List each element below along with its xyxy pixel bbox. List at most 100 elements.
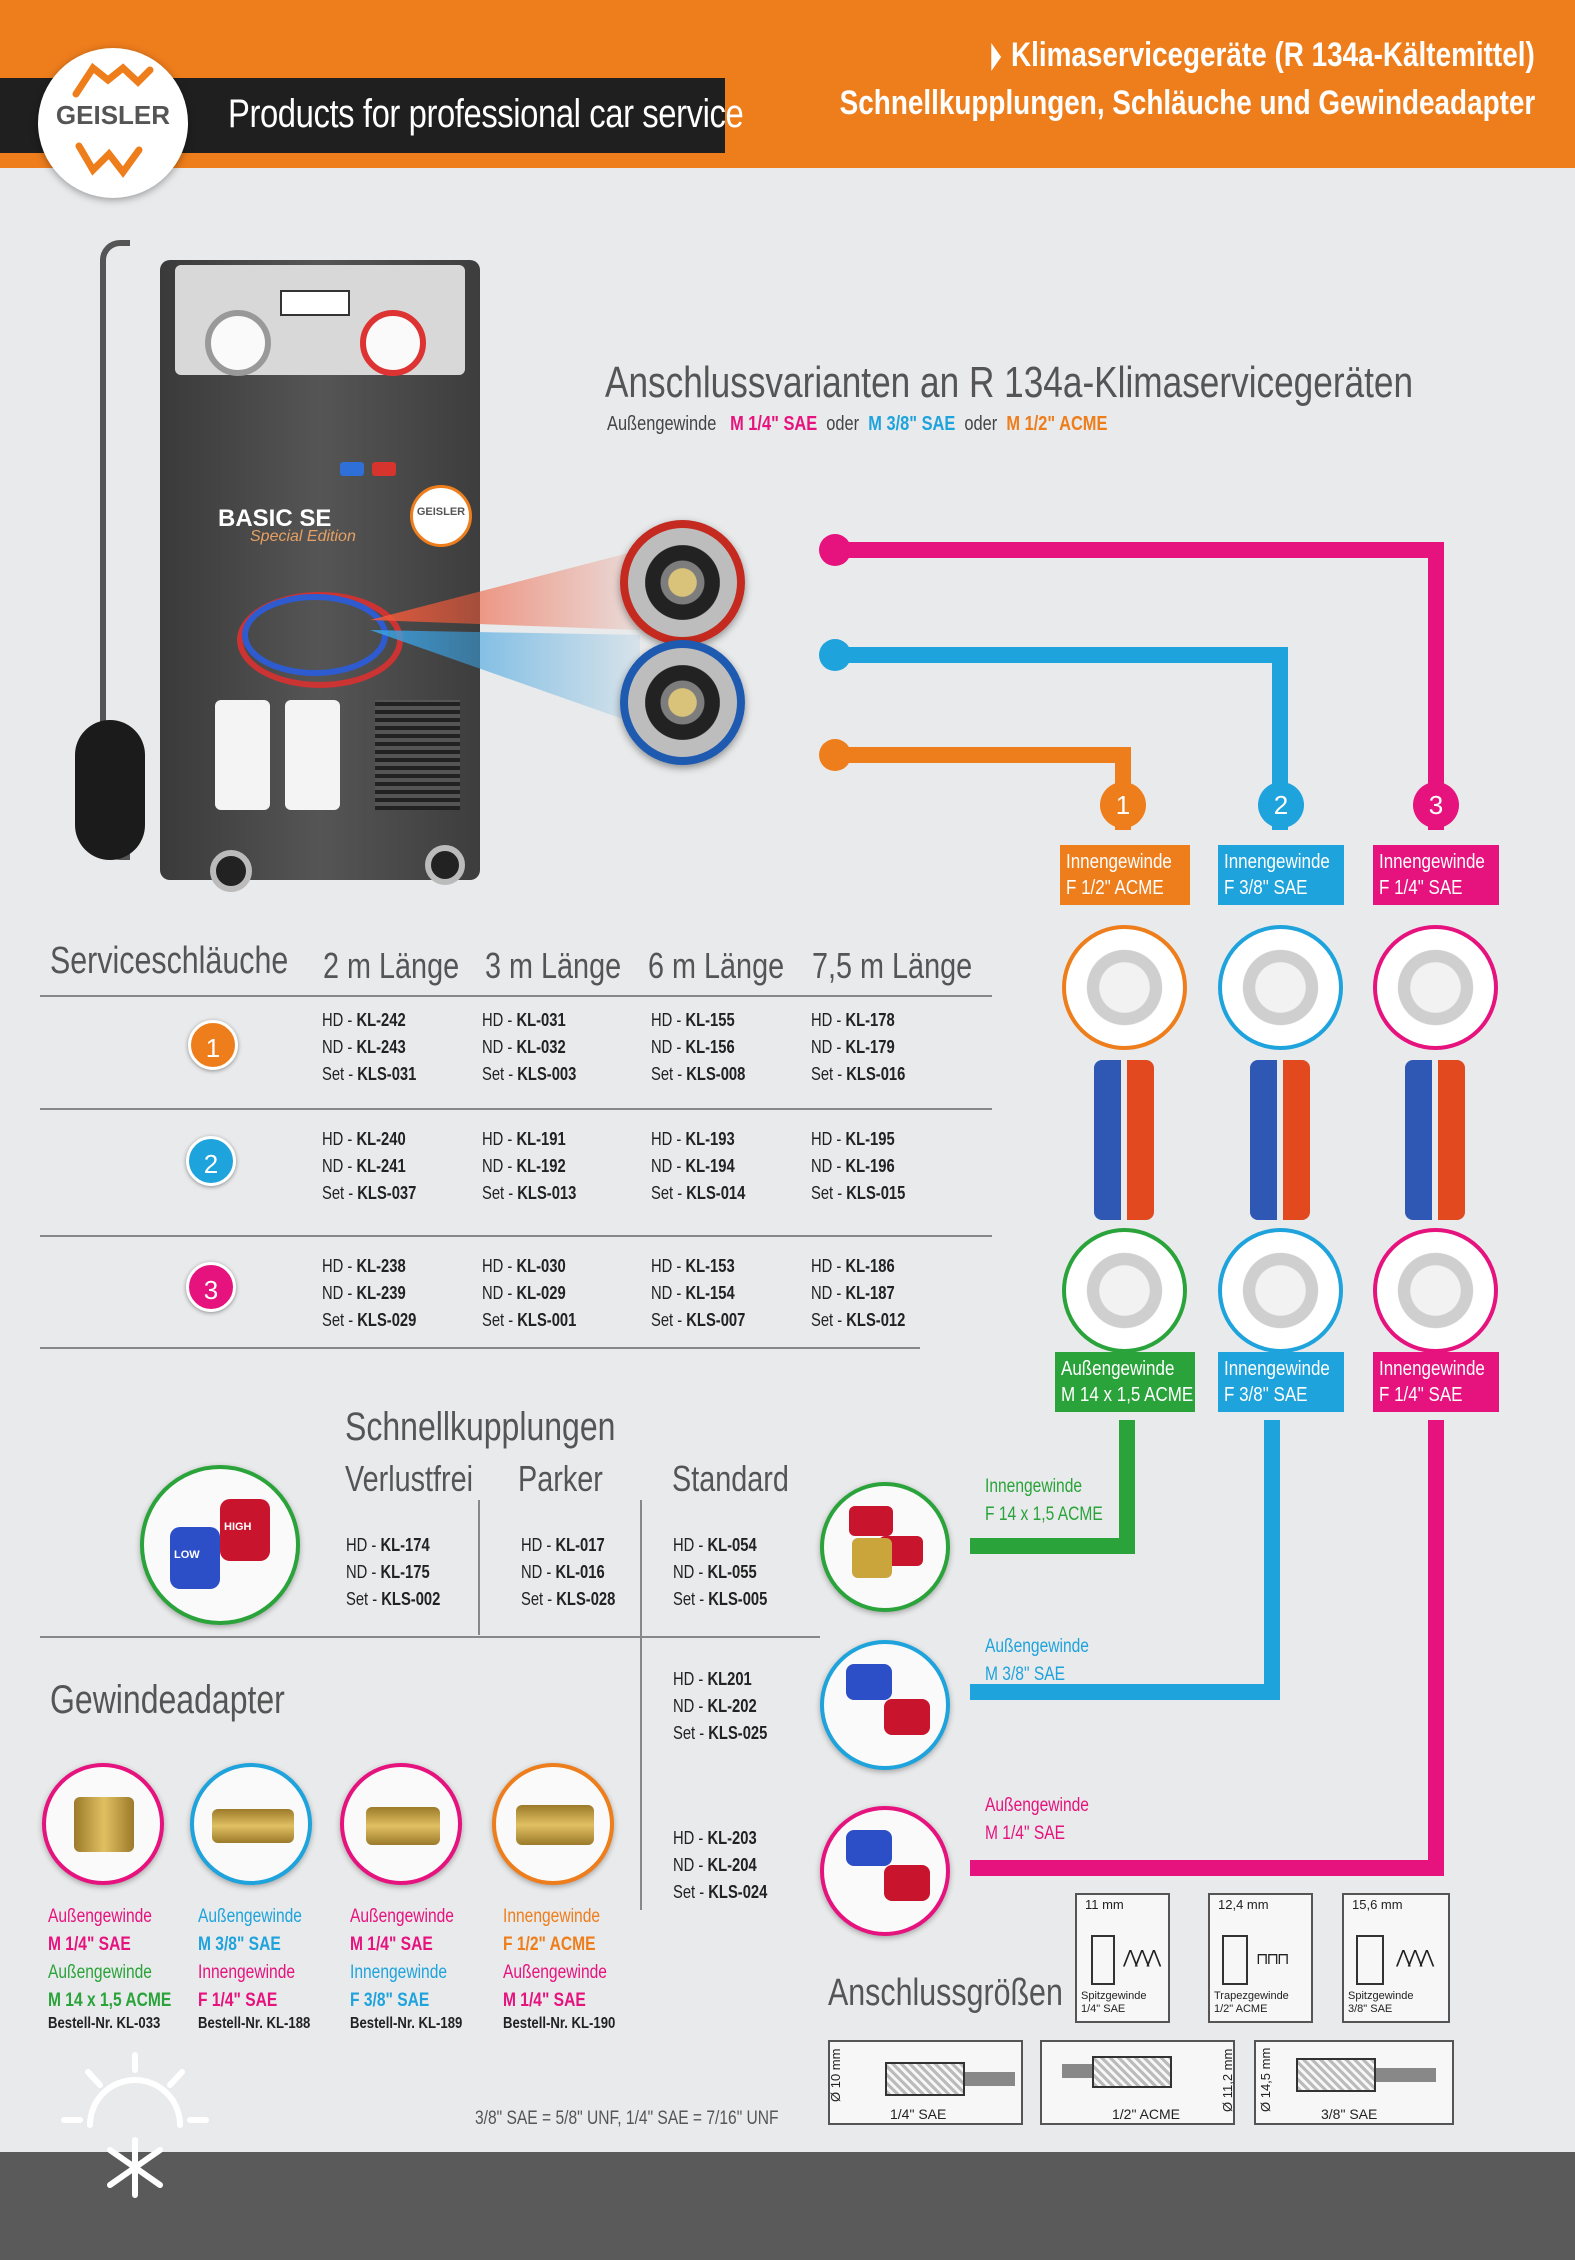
variant-1-number: 1 [1100, 782, 1146, 828]
machine-vent-grille [375, 700, 460, 810]
thread-profile-icon [1356, 1935, 1384, 1985]
adapters-title: Gewindeadapter [50, 1678, 285, 1722]
display-screen [280, 290, 350, 316]
connection-prefix: Außengewinde [607, 413, 717, 435]
section-diagram-2-label: 1/2" ACME [1112, 2106, 1180, 2122]
section-diagram-3: Ø 14,5 mm 3/8" SAE [1254, 2040, 1454, 2125]
thread-footnote: 3/8" SAE = 5/8" UNF, 1/4" SAE = 7/16" UN… [475, 2108, 779, 2129]
low-side-port-icon [620, 640, 745, 765]
brass-adapter-icon [366, 1807, 440, 1845]
hoses-row-2-number: 2 [186, 1136, 236, 1186]
variant-1-bottom-line2: M 14 x 1,5 ACME [1061, 1384, 1194, 1406]
section-hose-icon [965, 2072, 1015, 2086]
thread-profile-icon [1222, 1935, 1248, 1985]
verlustfrei-coupling-image: LOW HIGH [140, 1465, 300, 1625]
section-diagram-2: Ø 11,2 mm 1/2" ACME [1040, 2040, 1235, 2125]
section-fitting-icon [1092, 2056, 1172, 2088]
high-side-port-icon [620, 520, 745, 645]
hoses-row-1-number: 1 [188, 1020, 238, 1070]
machine-badge: GEISLER [410, 485, 472, 547]
arrow-icon [991, 43, 1002, 72]
hoses-row-3-number: 3 [186, 1262, 236, 1312]
adapter-2-image [190, 1763, 312, 1885]
tagline: Products for professional car service [228, 92, 744, 136]
section-diagram-3-diameter: Ø 14,5 mm [1258, 2047, 1273, 2112]
variant-2-hose-icon [1250, 1060, 1310, 1220]
variant-1-top-fitting-icon [1062, 925, 1187, 1050]
couplings-col-verlustfrei: Verlustfrei [345, 1458, 474, 1499]
variant-1-bottom-label: Außengewinde M 14 x 1,5 ACME [1055, 1352, 1195, 1412]
machine-model: BASIC SE [218, 505, 332, 532]
connection-title: Anschlussvarianten an R 134a-Klimaservic… [605, 358, 1414, 407]
hoses-row-divider [40, 1235, 992, 1237]
header-title-text1: Klimaservicegeräte (R 134a-Kältemittel) [1011, 36, 1535, 74]
coupling-red-cap-icon [849, 1506, 893, 1536]
low-pressure-gauge-icon [205, 310, 271, 376]
variant-3-number: 3 [1413, 782, 1459, 828]
oil-bottle-left-icon [215, 700, 270, 810]
adapter-3-image [340, 1763, 462, 1885]
low-coupling-icon [170, 1527, 220, 1589]
section-fitting-icon [885, 2062, 965, 2096]
header-title-line2: Schnellkupplungen, Schläuche und Gewinde… [839, 84, 1535, 122]
oil-bottle-right-icon [285, 700, 340, 810]
sun-snowflake-icon [61, 2052, 209, 2198]
coupling-blue-cap-icon [846, 1664, 892, 1700]
coupling-brass-body-icon [852, 1538, 892, 1578]
variant-2-bottom-line2: F 3/8" SAE [1224, 1384, 1308, 1406]
hoses-col-3m: 3 m Länge [485, 945, 622, 986]
couplings-bottom-divider [40, 1636, 820, 1638]
hoses-header-divider [40, 995, 992, 997]
logo-mark-icon [72, 62, 154, 98]
thread-diagram-3-width: 15,6 mm [1352, 1897, 1403, 1912]
connection-sep1: oder [826, 413, 860, 435]
connection-subtitle: Außengewinde M 1/4" SAE oder M 3/8" SAE … [607, 413, 1107, 436]
section-diagram-3-label: 3/8" SAE [1321, 2106, 1378, 2122]
variant-3-bottom-label: Innengewinde F 1/4" SAE [1373, 1352, 1499, 1412]
variant-1-top-line1: Innengewinde [1066, 851, 1172, 873]
hoses-title: Serviceschläuche [50, 940, 289, 982]
hoses-col-2m: 2 m Länge [323, 945, 460, 986]
couplings-col-divider [640, 1500, 642, 1910]
section-hose-icon [1062, 2064, 1092, 2078]
section-hose-icon [1376, 2068, 1436, 2082]
thread-profile-icon [1091, 1935, 1115, 1985]
caster-left-icon [210, 850, 252, 892]
thread-diagram-1-width: 11 mm [1085, 1897, 1124, 1912]
variant-3-top-label: Innengewinde F 1/4" SAE [1373, 845, 1499, 905]
section-fitting-icon [1296, 2058, 1376, 2092]
variant-1-hose-icon [1094, 1060, 1154, 1220]
variant-3-top-line1: Innengewinde [1379, 851, 1485, 873]
geisler-logo: GEISLER [38, 48, 188, 198]
machine-wheel-icon [75, 720, 145, 860]
couplings-col-parker: Parker [518, 1458, 603, 1499]
variant-1-top-line2: F 1/2" ACME [1066, 877, 1164, 899]
section-diagram-1-label: 1/4" SAE [890, 2106, 947, 2122]
variant-2-top-fitting-icon [1218, 925, 1343, 1050]
caster-right-icon [425, 845, 465, 885]
variant-3-bottom-line2: F 1/4" SAE [1379, 1384, 1463, 1406]
variant-2-top-label: Innengewinde F 3/8" SAE [1218, 845, 1344, 905]
high-pressure-gauge-icon [360, 310, 426, 376]
brass-adapter-icon [516, 1805, 594, 1845]
thread-diagram-2-width: 12,4 mm [1218, 1897, 1269, 1912]
red-led-icon [372, 462, 396, 476]
variant-1-bottom-line1: Außengewinde [1061, 1358, 1175, 1380]
machine-model-sub: Special Edition [250, 528, 356, 545]
standard-coupling-3-image [820, 1806, 950, 1936]
